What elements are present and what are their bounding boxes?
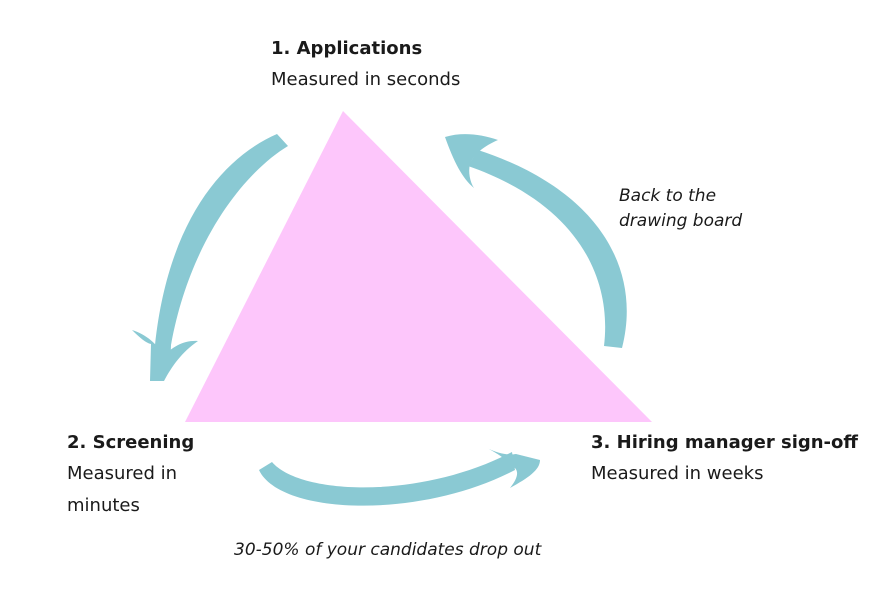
- stage-applications-title: 1. Applications: [271, 38, 423, 59]
- stage-applications: 1. Applications Measured in seconds: [271, 34, 460, 96]
- annotation-back-to-board: Back to the drawing board: [619, 186, 743, 231]
- arrow-applications-to-screening: [153, 134, 288, 370]
- stage-screening-description: Measured in minutes: [67, 463, 178, 516]
- stage-hiring-manager: 3. Hiring manager sign-off Measured in w…: [591, 428, 858, 490]
- arrow-applications-to-screening-head: [132, 330, 198, 381]
- process-triangle: [185, 111, 652, 422]
- annotation-dropout: 30-50% of your candidates drop out: [234, 540, 542, 560]
- arrow-screening-to-hiring: [259, 452, 515, 506]
- arrow-hiring-to-applications: [468, 150, 627, 348]
- stage-applications-description: Measured in seconds: [271, 69, 461, 90]
- stage-screening-title: 2. Screening: [67, 432, 195, 453]
- arrow-hiring-to-applications-head: [445, 134, 498, 188]
- arrow-screening-to-hiring-head: [485, 447, 540, 488]
- stage-hiring-manager-title: 3. Hiring manager sign-off: [591, 432, 858, 453]
- stage-hiring-manager-description: Measured in weeks: [591, 463, 764, 484]
- stage-screening: 2. Screening Measured in minutes: [67, 428, 207, 522]
